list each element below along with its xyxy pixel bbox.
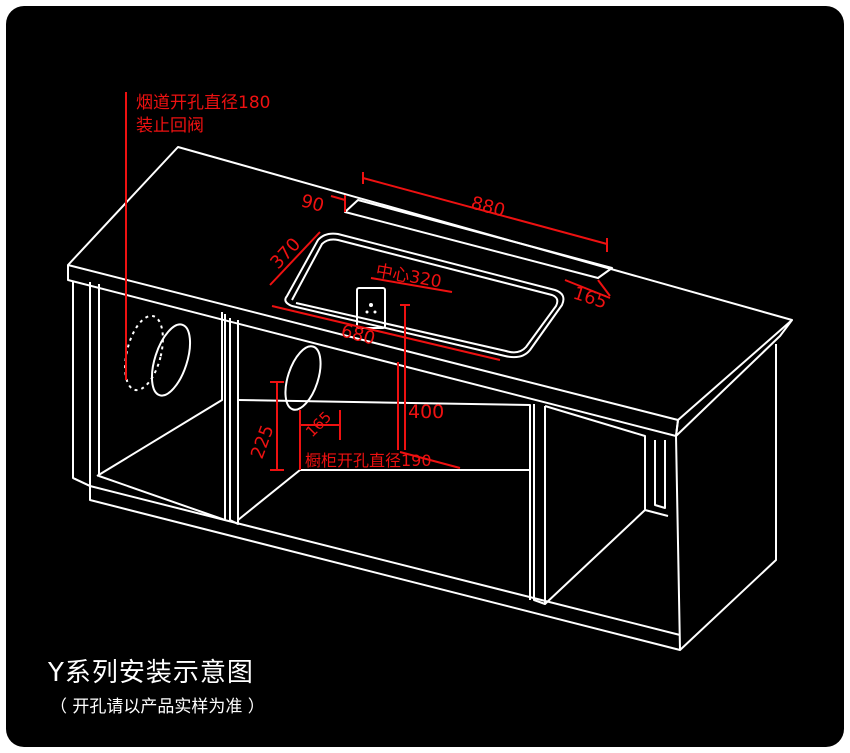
dim-680-line	[271, 305, 501, 361]
dim-370-label: 370	[266, 234, 305, 273]
diagram-frame: 烟道开孔直径180 装止回阀 90 880 370 中心320 165 680 …	[6, 6, 844, 747]
dim-90-line	[330, 195, 346, 212]
sink-basin	[284, 232, 565, 359]
left-section-back	[98, 284, 226, 521]
dim-370-line	[269, 231, 321, 286]
middle-divider	[229, 318, 239, 525]
dim-225-line	[270, 381, 284, 471]
flue-opening-dashed	[124, 314, 164, 392]
diagram-subtitle: （ 开孔请以产品实样为准 ）	[50, 697, 265, 717]
cabinet-plinth	[89, 486, 681, 651]
dim-165-bottom-line	[299, 410, 341, 440]
right-section-back	[544, 405, 669, 605]
cabinet-note-line	[299, 440, 461, 470]
dim-90-label: 90	[299, 191, 327, 217]
dim-center-line	[370, 277, 453, 450]
cooktop-slot	[344, 199, 613, 279]
dim-880-line	[362, 172, 608, 252]
diagram-title: Y系列安装示意图	[48, 658, 254, 688]
cabinet-left-side	[72, 282, 91, 487]
cabinet-diagram: 烟道开孔直径180 装止回阀 90 880 370 中心320 165 680 …	[67, 92, 793, 651]
flue-note-line1: 烟道开孔直径180	[136, 93, 270, 113]
left-section-inner	[96, 312, 223, 477]
dim-400-label: 400	[408, 401, 444, 423]
dim-225-label: 225	[247, 422, 278, 461]
cabinet-note-label: 橱柜开孔直径190	[305, 451, 432, 470]
dim-880-label: 880	[469, 193, 508, 222]
dim-165-right-line	[564, 279, 611, 299]
countertop-right-edge	[675, 319, 793, 437]
cabinet-right-front	[675, 344, 777, 651]
dim-165-bottom-label: 165	[302, 408, 335, 441]
cabinet-opening	[284, 345, 322, 411]
right-divider	[533, 404, 546, 605]
flue-note-line2: 装止回阀	[136, 116, 204, 136]
flue-opening	[150, 323, 192, 397]
cabinet-front-bottom	[72, 477, 681, 636]
socket-plate	[356, 287, 386, 329]
middle-inner-back	[237, 399, 531, 600]
right-inner-panel	[654, 440, 666, 509]
sink-inner	[291, 238, 559, 354]
